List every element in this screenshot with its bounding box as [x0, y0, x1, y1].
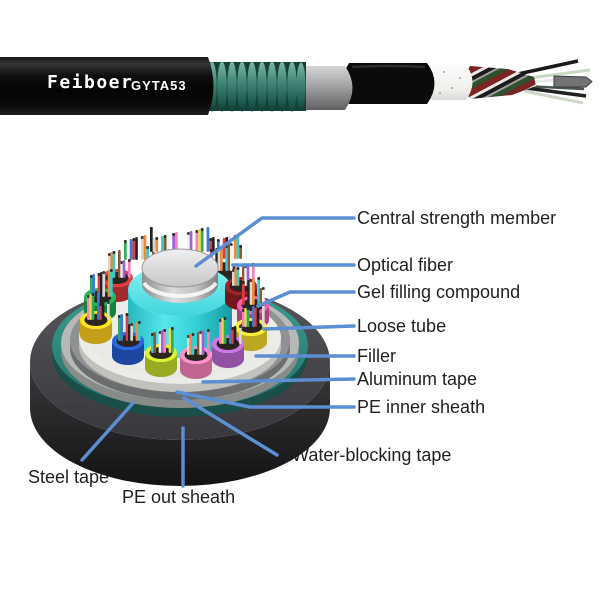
line-loose-tube: [262, 324, 356, 331]
callout-label-steel-tape: Steel tape: [28, 467, 110, 487]
loose-tubes: [80, 263, 269, 379]
cable-brand-text: Feiboer: [47, 72, 134, 93]
callout-label-optical-fiber: Optical fiber: [357, 255, 454, 275]
outer-sheath-cable: [0, 57, 214, 115]
line-steel-tape: [80, 401, 135, 462]
callout-label-aluminum-tape: Aluminum tape: [357, 369, 478, 389]
twisted-tube-bundle: [464, 66, 536, 99]
armor-tape-layer: [296, 66, 353, 110]
callout-label-water-blocking-tape: Water-blocking tape: [292, 445, 452, 465]
line-gel-filling-compound: [256, 290, 356, 308]
water-blocking-layer: [426, 65, 473, 100]
callout-label-filler: Filler: [357, 346, 396, 366]
callout-label-gel-filling-compound: Gel filling compound: [357, 282, 521, 302]
central-strength-member-cylinder: [141, 248, 219, 303]
pe-out-sheath-layer-side: [30, 362, 330, 486]
inner-sheath-layer: [342, 63, 435, 104]
cable-photo: [0, 57, 593, 115]
loose-tube-item: [212, 316, 244, 368]
callout-lines: [80, 216, 356, 488]
callout-label-loose-tube: Loose tube: [357, 316, 447, 336]
callout-label-pe-out-sheath: PE out sheath: [122, 487, 236, 507]
corrugated-steel-armor: [206, 61, 306, 112]
cable-model-text: GYTA53: [131, 78, 187, 93]
loose-tube-item: [235, 303, 267, 351]
loose-tube-item: [80, 292, 112, 344]
loose-tube-item: [180, 329, 212, 379]
line-central-strength-member: [194, 216, 356, 268]
back-fiber-clusters: [124, 227, 248, 260]
loose-tube-item: [145, 327, 177, 377]
inner-sheath-sheen: [351, 64, 426, 69]
aluminum-tape-layer-side: [79, 338, 281, 392]
line-aluminum-tape: [201, 377, 356, 384]
line-pe-inner-sheath: [175, 390, 356, 409]
callout-label-central-strength-member: Central strength member: [357, 208, 557, 228]
callout-label-pe-inner-sheath: PE inner sheath: [357, 397, 486, 417]
line-water-blocking-tape: [182, 396, 279, 457]
loose-tube-item: [112, 313, 144, 365]
strength-member-rod: [553, 75, 593, 88]
